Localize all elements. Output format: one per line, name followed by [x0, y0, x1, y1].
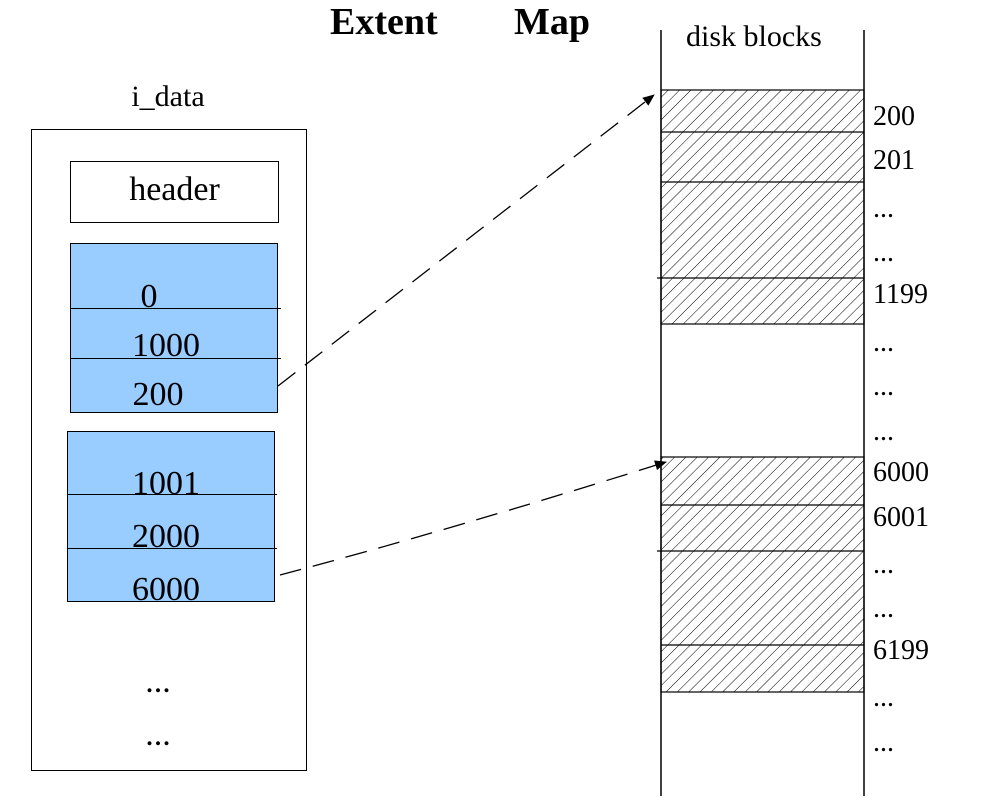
extent-1: [70, 243, 278, 413]
title-map: Map: [514, 1, 590, 43]
extent-2-divider: [67, 548, 277, 549]
extent-1-start-block: 200: [132, 376, 184, 413]
disk-block-label: ...: [873, 327, 894, 358]
inode-ellipsis: ...: [145, 716, 171, 753]
disk-blocks-extent-1: [660, 89, 865, 325]
disk-block-label: ...: [873, 416, 894, 447]
disk-block-label: ...: [873, 727, 894, 758]
disk-block-label: ...: [873, 237, 894, 268]
disk-blocks-extent-2: [660, 456, 865, 693]
disk-block-label: ...: [873, 549, 894, 580]
disk-block-label: 6199: [873, 635, 929, 666]
inode-label: i_data: [131, 80, 205, 113]
inode-ellipsis: ...: [145, 663, 171, 700]
disk-block-label: ...: [873, 193, 894, 224]
extent-1-logical-block: 0: [140, 278, 158, 315]
inode-data-box: [31, 129, 307, 771]
disk-block-label: ...: [873, 682, 894, 713]
extent-1-divider: [70, 358, 281, 359]
extent-1-divider: [70, 308, 281, 309]
disk-block-label: 1199: [873, 279, 928, 310]
extent-2-pointer-arrow: [279, 460, 667, 576]
title-extent: Extent: [330, 1, 438, 43]
extent-2-start-block: 6000: [132, 571, 200, 608]
extent-2-divider: [67, 494, 277, 495]
disk-label: disk blocks: [686, 20, 822, 53]
disk-block-label: 201: [873, 145, 915, 176]
disk-block-label: ...: [873, 371, 894, 402]
disk-block-label: 6000: [873, 457, 929, 488]
disk-block-label: 6001: [873, 502, 929, 533]
extent-2: [67, 431, 275, 602]
extent-2-length: 2000: [132, 518, 200, 555]
extent-1-length: 1000: [132, 327, 200, 364]
extent-1-pointer-arrow: [277, 94, 655, 387]
header-box: header: [70, 161, 279, 223]
extent-2-logical-block: 1001: [132, 465, 200, 502]
disk-block-label: ...: [873, 593, 894, 624]
disk-block-label: 200: [873, 101, 915, 132]
